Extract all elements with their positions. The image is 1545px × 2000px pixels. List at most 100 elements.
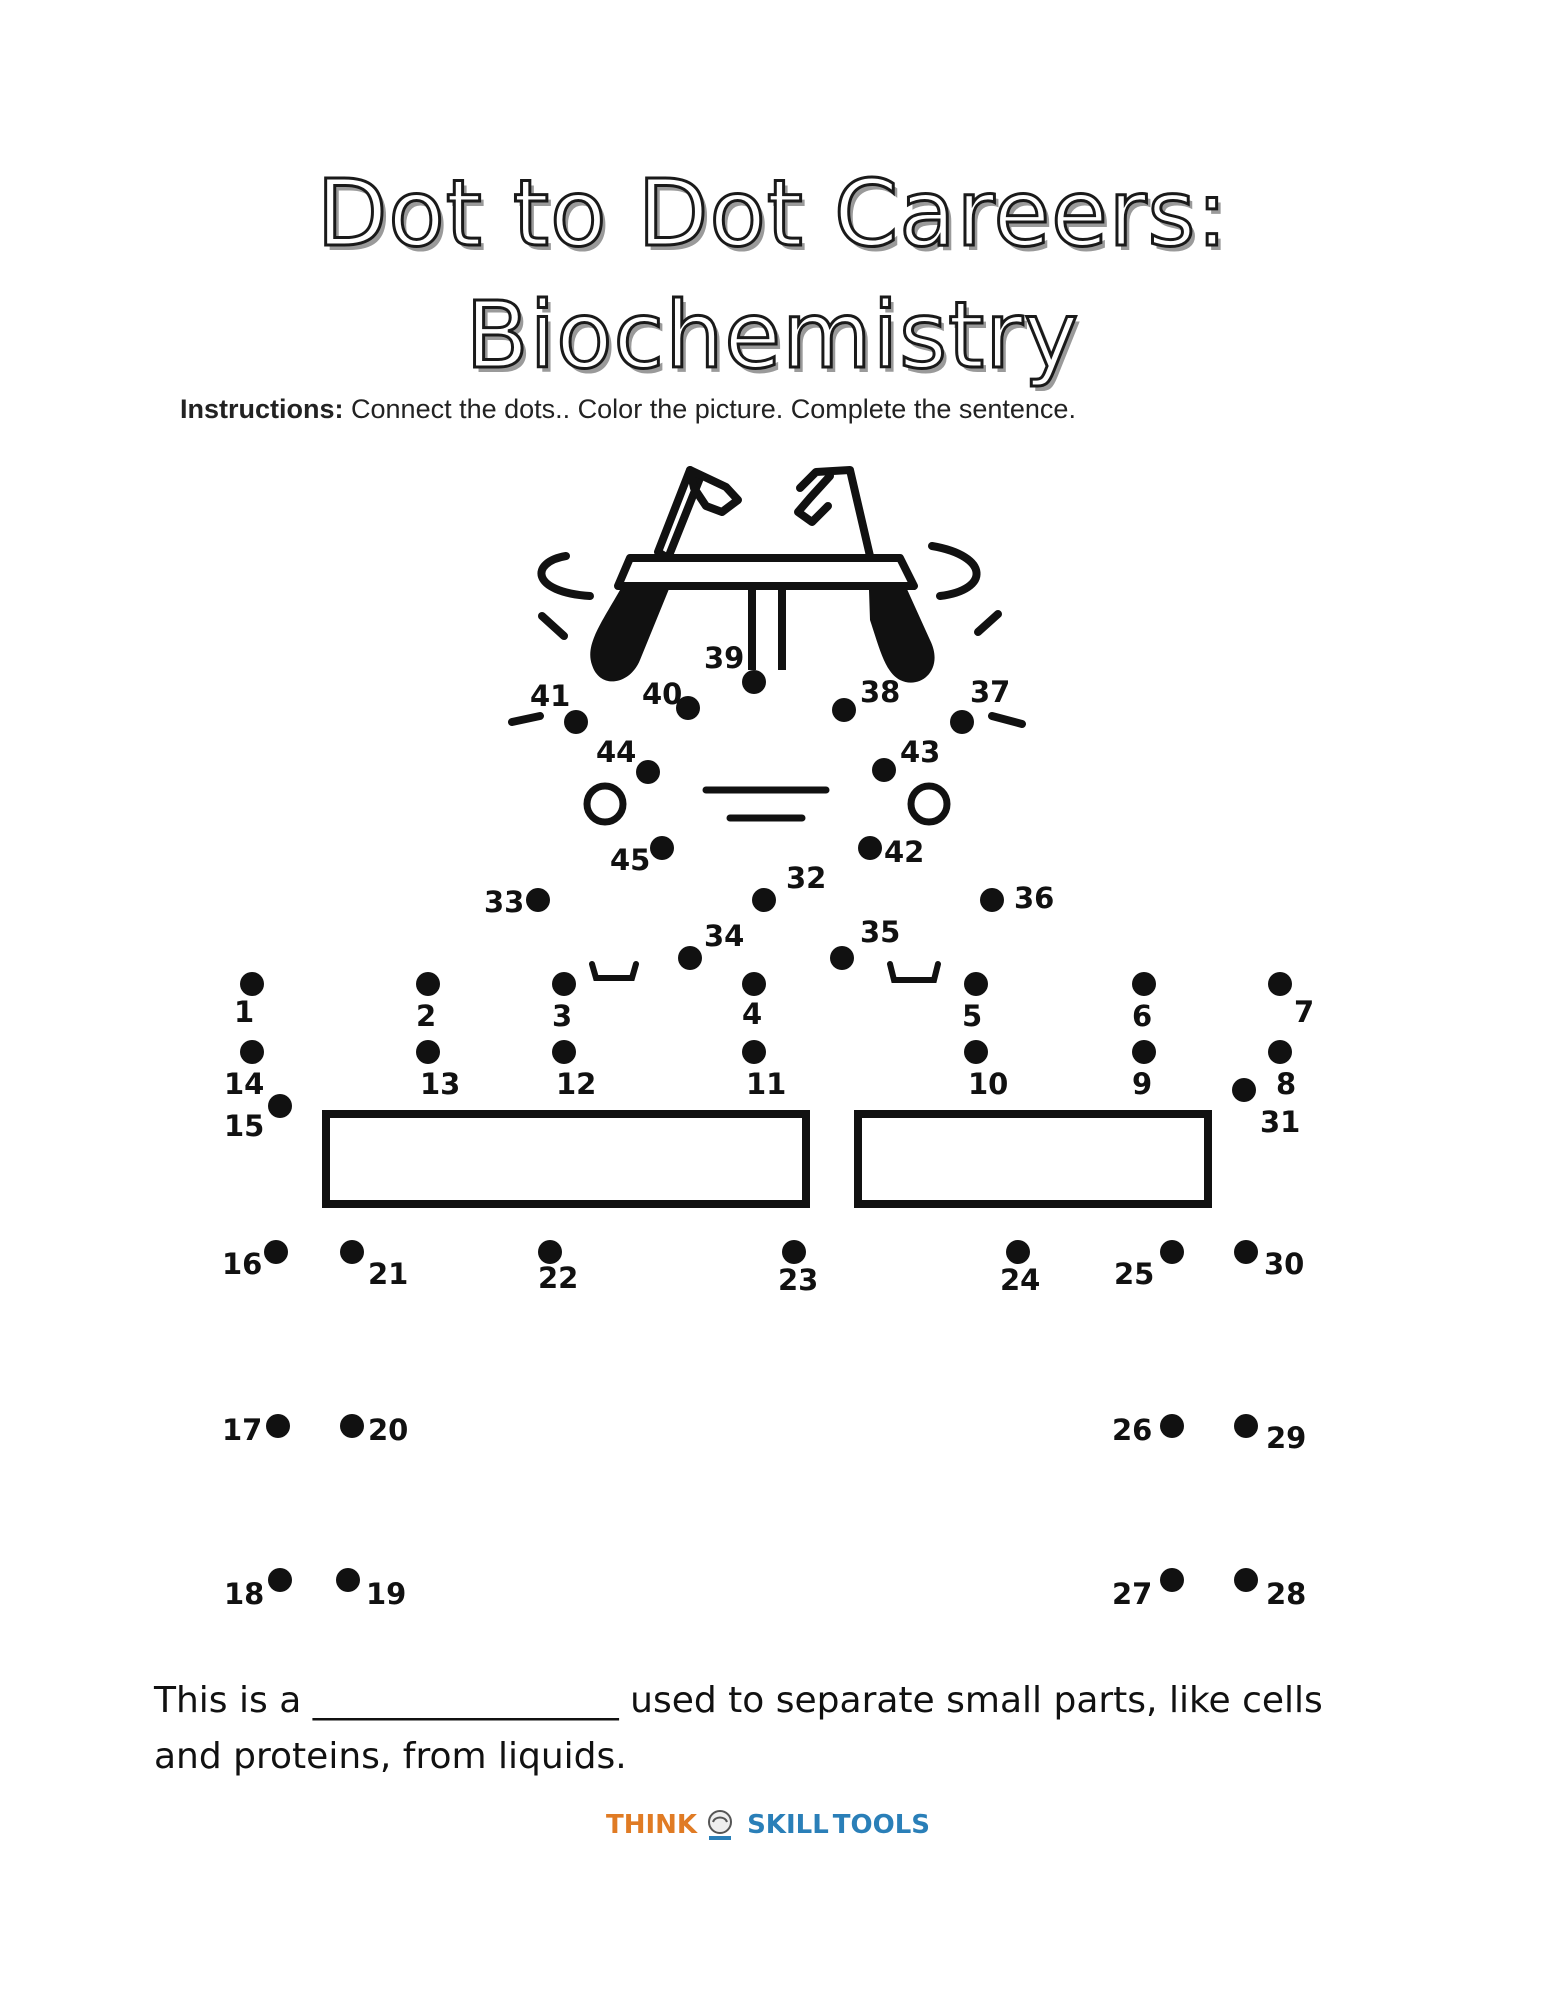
dot-label-3: 3 [552, 999, 572, 1033]
dot-label-38: 38 [860, 675, 900, 709]
dot-4 [742, 972, 766, 996]
display-window-right [854, 1110, 1212, 1208]
dot-43 [872, 758, 896, 782]
dot-21 [340, 1240, 364, 1264]
dot-23 [782, 1240, 806, 1264]
dot-18 [268, 1568, 292, 1592]
motion-lines-icon [508, 542, 1026, 728]
dot-34 [678, 946, 702, 970]
dot-label-29: 29 [1266, 1421, 1306, 1455]
dot-8 [1268, 1040, 1292, 1064]
dot-11 [742, 1040, 766, 1064]
dot-12 [552, 1040, 576, 1064]
dot-label-40: 40 [642, 677, 682, 711]
dot-label-22: 22 [538, 1261, 578, 1295]
dot-29 [1234, 1414, 1258, 1438]
dot-label-21: 21 [368, 1257, 408, 1291]
dot-36 [980, 888, 1004, 912]
knob-left [583, 782, 627, 826]
dot-label-10: 10 [968, 1067, 1008, 1101]
dot-20 [340, 1414, 364, 1438]
dot-7 [1268, 972, 1292, 996]
dot-37 [950, 710, 974, 734]
dot-label-31: 31 [1260, 1105, 1300, 1139]
dot-41 [564, 710, 588, 734]
dot-24 [1006, 1240, 1030, 1264]
logo-tools: TOOLS [832, 1810, 930, 1840]
display-windows [322, 1110, 1212, 1208]
dot-label-25: 25 [1114, 1257, 1154, 1291]
dot-label-2: 2 [416, 999, 436, 1033]
dot-42 [858, 836, 882, 860]
dot-14 [240, 1040, 264, 1064]
dot-10 [964, 1040, 988, 1064]
dot-32 [752, 888, 776, 912]
dot-label-7: 7 [1294, 995, 1314, 1029]
dot-label-18: 18 [224, 1577, 264, 1611]
knob-right [907, 782, 951, 826]
dot-label-27: 27 [1112, 1577, 1152, 1611]
dot-label-42: 42 [884, 835, 924, 869]
dot-label-33: 33 [484, 885, 524, 919]
dot-label-9: 9 [1132, 1067, 1152, 1101]
dot-label-36: 36 [1014, 881, 1054, 915]
dot-3 [552, 972, 576, 996]
dot-30 [1234, 1240, 1258, 1264]
dot-label-8: 8 [1276, 1067, 1296, 1101]
lid-hinges [589, 961, 941, 983]
dot-31 [1232, 1078, 1256, 1102]
dot-label-20: 20 [368, 1413, 408, 1447]
dot-label-43: 43 [900, 735, 940, 769]
dot-13 [416, 1040, 440, 1064]
dot-22 [538, 1240, 562, 1264]
control-panel [583, 782, 951, 826]
dot-label-17: 17 [222, 1413, 262, 1447]
dot-44 [636, 760, 660, 784]
dot-label-32: 32 [786, 861, 826, 895]
page-title-line-1: Dot to Dot Careers: [315, 160, 1229, 267]
dot-1 [240, 972, 264, 996]
dot-label-44: 44 [596, 735, 636, 769]
brand-logo: THINK SKILL TOOLS [606, 1805, 930, 1845]
dot-label-12: 12 [556, 1067, 596, 1101]
dot-45 [650, 836, 674, 860]
dot-2 [416, 972, 440, 996]
dot-label-37: 37 [970, 675, 1010, 709]
rotor-bar [614, 554, 918, 670]
sentence-line-2: and proteins, from liquids. [154, 1736, 627, 1777]
dot-39 [742, 670, 766, 694]
dot-26 [1160, 1414, 1184, 1438]
dot-label-6: 6 [1132, 999, 1152, 1033]
dot-15 [268, 1094, 292, 1118]
dot-33 [526, 888, 550, 912]
dot-label-15: 15 [224, 1109, 264, 1143]
dot-label-35: 35 [860, 915, 900, 949]
dot-label-23: 23 [778, 1263, 818, 1297]
logo-skill: SKILL [747, 1810, 829, 1840]
dot-25 [1160, 1240, 1184, 1264]
dot-5 [964, 972, 988, 996]
instructions-label: Instructions: [180, 394, 344, 424]
brain-icon [703, 1808, 737, 1842]
dot-label-13: 13 [420, 1067, 460, 1101]
dot-label-34: 34 [704, 919, 744, 953]
dot-label-24: 24 [1000, 1263, 1040, 1297]
dot-label-45: 45 [610, 843, 650, 877]
dot-17 [266, 1414, 290, 1438]
dot-label-1: 1 [234, 995, 254, 1029]
dot-27 [1160, 1568, 1184, 1592]
dot-label-30: 30 [1264, 1247, 1304, 1281]
dot-label-28: 28 [1266, 1577, 1306, 1611]
dot-label-14: 14 [224, 1067, 264, 1101]
dot-label-41: 41 [530, 679, 570, 713]
dot-label-19: 19 [366, 1577, 406, 1611]
dot-28 [1234, 1568, 1258, 1592]
fill-in-sentence: This is a _________________ used to sepa… [154, 1673, 1414, 1785]
dot-38 [832, 698, 856, 722]
dot-40 [676, 696, 700, 720]
dot-label-4: 4 [742, 997, 762, 1031]
logo-think: THINK [606, 1810, 698, 1840]
